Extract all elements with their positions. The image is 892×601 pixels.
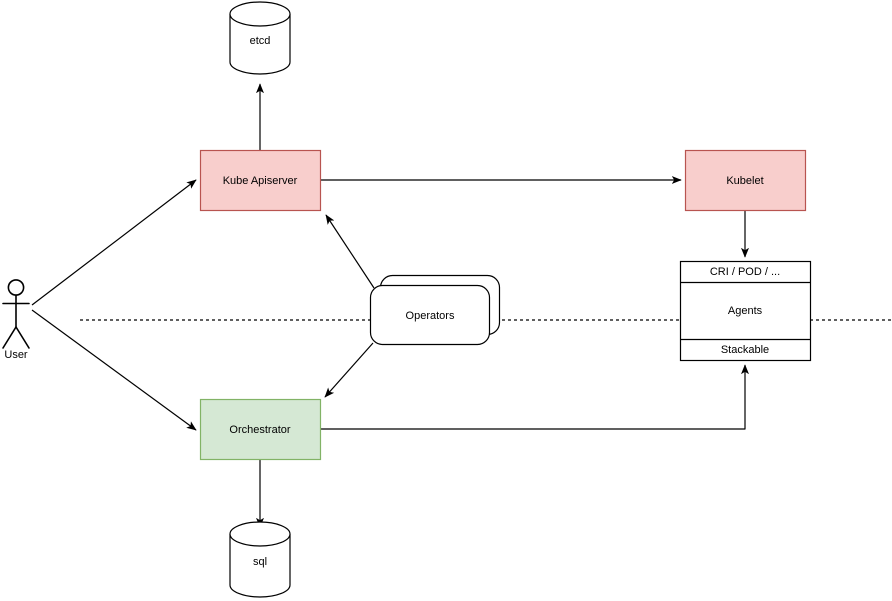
edge-operators-to-kube-apiserver bbox=[325, 214, 375, 289]
edge-user-to-kube-apiserver bbox=[31, 179, 197, 306]
node-sql[interactable]: sql bbox=[229, 521, 291, 598]
kube-apiserver-label: Kube Apiserver bbox=[223, 175, 298, 187]
operators-label: Operators bbox=[406, 310, 455, 322]
node-kube-apiserver[interactable]: Kube Apiserver bbox=[199, 149, 322, 212]
node-agents[interactable]: CRI / POD / ... Agents Stackable bbox=[679, 260, 812, 362]
etcd-label: etcd bbox=[250, 35, 271, 47]
agents-outer-box bbox=[679, 260, 812, 362]
kubelet-box bbox=[684, 149, 807, 212]
actor-user[interactable]: User bbox=[2, 279, 30, 361]
edge-operators-to-orchestrator bbox=[324, 342, 374, 398]
node-orchestrator[interactable]: Orchestrator bbox=[199, 398, 322, 461]
agents-body-label: Agents bbox=[728, 305, 763, 317]
sql-cylinder-top bbox=[229, 533, 291, 547]
operators-front-card bbox=[369, 284, 491, 346]
node-etcd[interactable]: etcd bbox=[229, 1, 291, 75]
kubelet-label: Kubelet bbox=[726, 175, 763, 187]
edge-orchestrator-to-stackable bbox=[321, 364, 749, 430]
sql-label: sql bbox=[253, 556, 267, 568]
etcd-cylinder-top bbox=[229, 13, 291, 27]
kube-apiserver-box bbox=[199, 149, 322, 212]
actor-user-label: User bbox=[4, 349, 28, 361]
agents-footer-label: Stackable bbox=[721, 344, 769, 356]
edge-user-to-orchestrator bbox=[31, 309, 197, 431]
node-operators[interactable]: Operators bbox=[369, 274, 501, 346]
actor-legs-icon bbox=[2, 325, 30, 349]
node-kubelet[interactable]: Kubelet bbox=[684, 149, 807, 212]
orchestrator-box bbox=[199, 398, 322, 461]
actor-head-icon bbox=[7, 279, 25, 296]
orchestrator-label: Orchestrator bbox=[229, 424, 290, 436]
agents-header-label: CRI / POD / ... bbox=[710, 266, 780, 278]
